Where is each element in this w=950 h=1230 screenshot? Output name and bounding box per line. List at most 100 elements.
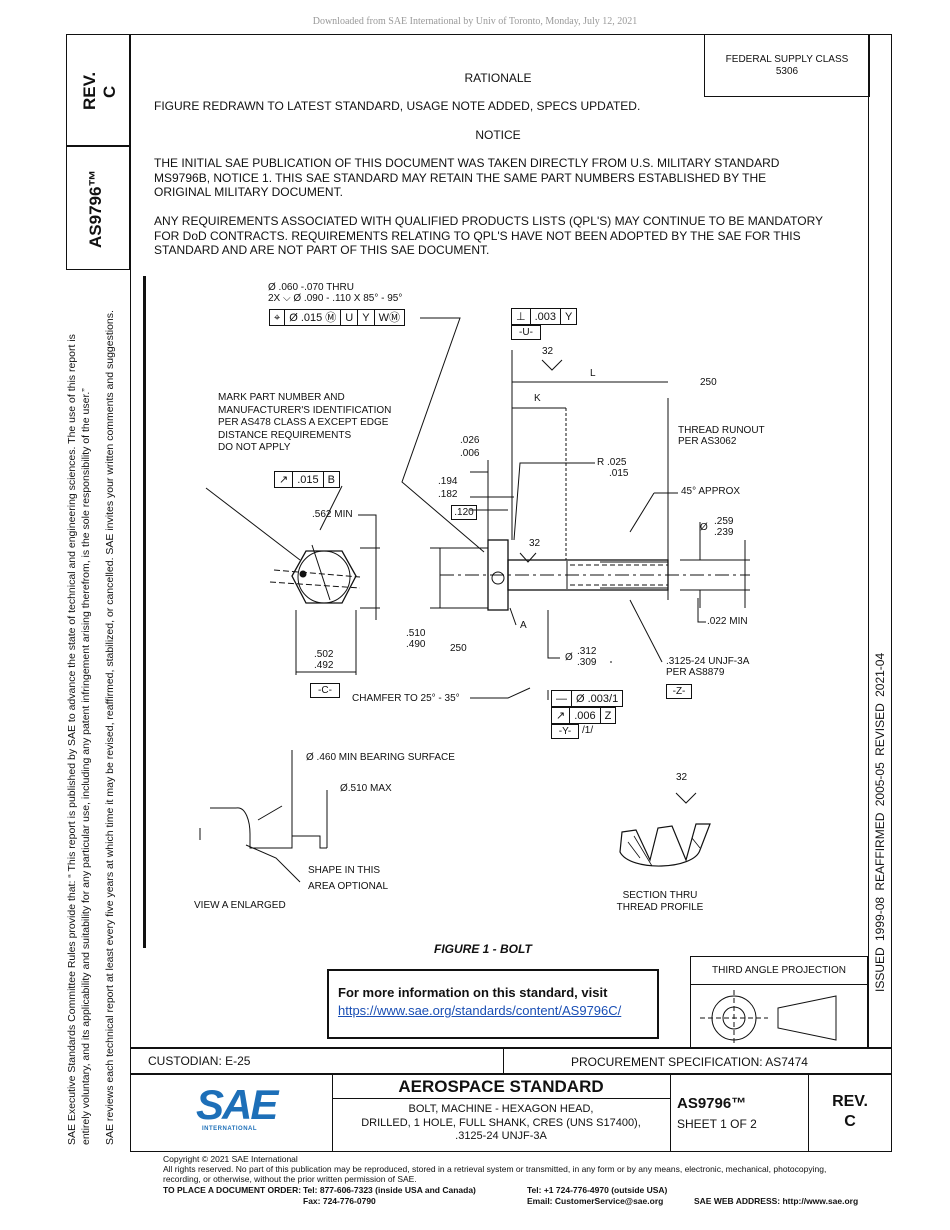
thread-note-line: .3125-24 UNJF-3A bbox=[666, 656, 750, 667]
datum-y-note: /1/ bbox=[582, 725, 594, 736]
runout-value: .015 bbox=[293, 472, 324, 487]
title-rev-value: C bbox=[844, 1113, 856, 1130]
thread-runout-line: PER AS3062 bbox=[678, 436, 737, 447]
sae-logo: SAE bbox=[196, 1081, 278, 1128]
fax: Fax: 724-776-0790 bbox=[303, 1196, 376, 1206]
radius-dim: R .025 .015 bbox=[597, 457, 628, 479]
position-icon: ⌖ bbox=[270, 310, 286, 325]
shank-dia-symbol: Ø bbox=[700, 522, 708, 533]
mark-note-line: DO NOT APPLY bbox=[218, 442, 291, 453]
drawing-side-rule bbox=[143, 276, 146, 948]
body-dia-values: .312 .309 bbox=[577, 646, 596, 668]
dim-value: .182 bbox=[438, 489, 458, 500]
surface-finish-32a: 32 bbox=[542, 346, 554, 357]
thread-note-line: PER AS8879 bbox=[666, 667, 725, 678]
shank-dia-values: .259 .239 bbox=[714, 516, 733, 538]
page-frame bbox=[130, 34, 892, 1048]
shape-note-line: SHAPE IN THIS bbox=[308, 865, 381, 876]
bearing-surface-note: Ø .460 MIN BEARING SURFACE bbox=[306, 752, 455, 763]
datum-z: -Z- bbox=[666, 684, 692, 699]
runout-icon: ↗ bbox=[552, 708, 571, 723]
contact-us: Tel: 877-606-7323 (inside USA and Canada… bbox=[303, 1185, 476, 1207]
min-022: .022 MIN bbox=[707, 616, 748, 627]
rationale-text: FIGURE REDRAWN TO LATEST STANDARD, USAGE… bbox=[154, 99, 641, 113]
section-note: SECTION THRU THREAD PROFILE bbox=[590, 890, 730, 914]
mark-note-line: DISTANCE REQUIREMENTS bbox=[218, 429, 352, 441]
title-divider bbox=[332, 1074, 333, 1152]
surface-finish-32c: 32 bbox=[676, 772, 688, 783]
email: Email: CustomerService@sae.org bbox=[527, 1196, 664, 1206]
runout-datum: Z bbox=[604, 710, 612, 722]
web-address: SAE WEB ADDRESS: http://www.sae.org bbox=[694, 1196, 859, 1206]
dim-value: .259 bbox=[714, 516, 734, 527]
runout-icon: ↗ bbox=[275, 472, 294, 487]
custodian-row bbox=[130, 1048, 892, 1074]
dim-value: .490 bbox=[406, 639, 426, 650]
hole-callout-1: Ø .060 -.070 THRU bbox=[268, 282, 354, 293]
rights-line-2: recording, or otherwise, without the pri… bbox=[163, 1174, 417, 1184]
supply-class-box bbox=[704, 34, 870, 97]
hole-location-dim: .194 .182 bbox=[438, 475, 457, 501]
tel-intl: Tel: +1 724-776-4970 (outside USA) bbox=[527, 1185, 668, 1195]
dim-value: .015 bbox=[609, 468, 629, 479]
datum-y: -Y- bbox=[551, 724, 579, 739]
rights-line-1: All rights reserved. No part of this pub… bbox=[163, 1164, 827, 1174]
thread-spec-note: .3125-24 UNJF-3A PER AS8879 bbox=[666, 656, 749, 678]
title-block bbox=[130, 1074, 892, 1152]
dim-value: .194 bbox=[438, 476, 458, 487]
datum-c: -C- bbox=[310, 683, 340, 698]
standard-link[interactable]: https://www.sae.org/standards/content/AS… bbox=[338, 1003, 622, 1018]
max-510-note: Ø.510 MAX bbox=[340, 783, 392, 794]
dim-value: .502 bbox=[314, 649, 334, 660]
runout-datum: B bbox=[327, 474, 335, 486]
supply-class-value: 5306 bbox=[775, 66, 799, 77]
dim-value: .309 bbox=[577, 657, 597, 668]
mark-note-line: PER AS478 CLASS A EXCEPT EDGE bbox=[218, 417, 389, 428]
copyright: Copyright © 2021 SAE International bbox=[163, 1154, 298, 1164]
fcf-datum-u: U bbox=[341, 310, 359, 325]
title-doc-number: AS9796™ bbox=[677, 1095, 747, 1112]
position-tolerance-frame: ⌖ Ø .015 Ⓜ U Y WⓂ bbox=[269, 309, 405, 326]
section-note-line: THREAD PROFILE bbox=[616, 902, 704, 913]
runout-frame-z: ↗ .006 Z bbox=[551, 707, 617, 724]
surface-finish-250b: 250 bbox=[450, 643, 467, 654]
desc-line: .3125-24 UNJF-3A bbox=[455, 1130, 547, 1142]
chamfer-note: CHAMFER TO 25° - 35° bbox=[352, 693, 460, 704]
section-note-line: SECTION THRU bbox=[622, 890, 698, 901]
projection-divider bbox=[690, 984, 868, 985]
tel-us: Tel: 877-606-7323 (inside USA and Canada… bbox=[303, 1185, 476, 1195]
dim-value: .492 bbox=[314, 660, 334, 671]
title-divider bbox=[808, 1074, 809, 1152]
mark-note-line: MARK PART NUMBER AND bbox=[218, 392, 345, 403]
part-description: BOLT, MACHINE - HEXAGON HEAD, DRILLED, 1… bbox=[332, 1103, 670, 1144]
projection-box bbox=[690, 956, 868, 1048]
dim-value: .312 bbox=[577, 646, 597, 657]
mark-note-line: MANUFACTURER'S IDENTIFICATION bbox=[218, 404, 392, 416]
shape-note: SHAPE IN THIS AREA OPTIONAL bbox=[308, 863, 388, 895]
body-dia-symbol: Ø bbox=[565, 652, 573, 663]
perp-datum: Y bbox=[565, 311, 573, 323]
title-divider bbox=[332, 1098, 670, 1099]
across-corners-dim: .510 .490 bbox=[406, 628, 425, 650]
runout-value: .006 bbox=[570, 708, 601, 723]
angle-45: 45° APPROX bbox=[681, 486, 741, 497]
doc-number-box bbox=[66, 146, 130, 270]
dim-value: .510 bbox=[406, 628, 426, 639]
info-title: For more information on this standard, v… bbox=[338, 985, 608, 1000]
runout-frame-b: ↗ .015 B bbox=[274, 471, 340, 488]
view-a-caption: VIEW A ENLARGED bbox=[194, 900, 286, 911]
standard-title: AEROSPACE STANDARD bbox=[398, 1077, 604, 1096]
perpendicular-icon: ⊥ bbox=[512, 309, 531, 324]
head-height-dim: .026 .006 bbox=[460, 434, 479, 460]
custodian-divider bbox=[503, 1048, 504, 1074]
flatness-value: Ø .003/1 bbox=[576, 693, 619, 705]
surface-finish-250a: 250 bbox=[700, 377, 717, 388]
custodian: CUSTODIAN: E-25 bbox=[148, 1054, 251, 1068]
desc-line: BOLT, MACHINE - HEXAGON HEAD, bbox=[408, 1103, 594, 1115]
sheet-number: SHEET 1 OF 2 bbox=[677, 1117, 757, 1131]
desc-line: DRILLED, 1 HOLE, FULL SHANK, CRES (UNS S… bbox=[361, 1116, 641, 1129]
flatness-icon: — bbox=[552, 691, 572, 706]
supply-class-label: FEDERAL SUPPLY CLASS bbox=[725, 54, 849, 65]
dim-value: .006 bbox=[460, 448, 480, 459]
